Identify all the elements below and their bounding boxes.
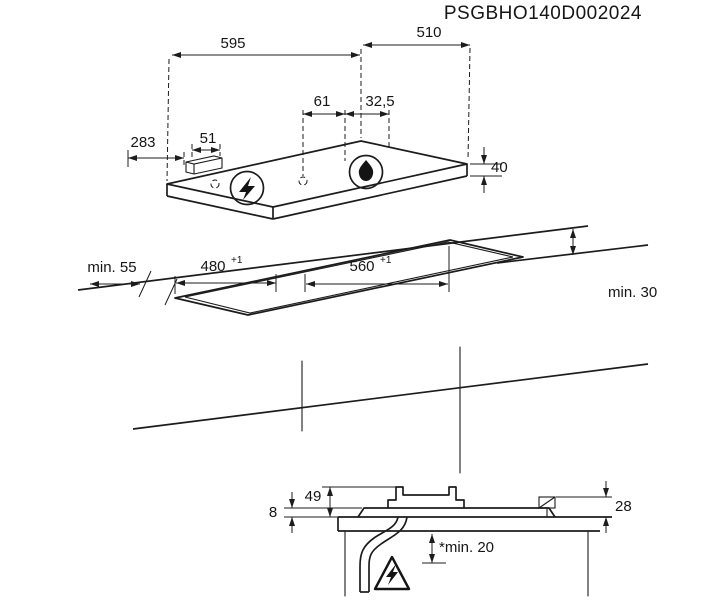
gas-connection-box — [185, 155, 223, 175]
burner-height-label: 49 — [305, 488, 322, 505]
bottom-clearance-label: *min. 20 — [439, 539, 494, 556]
cutout-opening — [174, 239, 524, 316]
top-view-dimensions — [128, 42, 502, 193]
burner-mark-right — [298, 176, 308, 186]
cutout-width-label: 560 — [349, 258, 374, 275]
burner-offset-b-label: 32,5 — [365, 93, 394, 110]
cutout-dimensions — [90, 229, 576, 306]
cutout-width-tolerance-label: +1 — [380, 255, 392, 266]
gas-hose — [359, 516, 408, 593]
hob-depth-label: 510 — [416, 24, 441, 41]
flame-icon — [358, 160, 374, 181]
gas-burner — [348, 154, 384, 190]
left-clearance-label: min. 55 — [87, 259, 136, 276]
cutout-view: min. 55 480 +1 560 +1 min. 30 — [77, 225, 657, 474]
section-view: 8 49 28 *min. 20 — [269, 481, 632, 597]
cutout-depth-label: 480 — [200, 258, 225, 275]
glass-height-label: 8 — [269, 504, 277, 521]
burner-mark-left — [210, 179, 220, 189]
ignition-burner — [229, 170, 265, 206]
top-view: 595 510 61 32,5 283 51 40 — [127, 24, 508, 220]
hob-height-label: 40 — [491, 159, 508, 176]
connection-offset-label: 283 — [130, 134, 155, 151]
document-code: PSGBHO140D002024 — [444, 3, 642, 24]
warning-lightning-icon — [386, 564, 398, 585]
burner-offset-a-label: 61 — [314, 93, 331, 110]
hob-outline — [166, 140, 468, 220]
fixing-clamp-icon — [538, 496, 556, 518]
rear-clearance-label: min. 30 — [608, 284, 657, 301]
section-dimensions — [284, 481, 612, 564]
top-view-extension-lines — [127, 47, 471, 182]
warning-triangle-icon — [373, 555, 411, 591]
lightning-icon — [239, 177, 255, 200]
total-height-label: 28 — [615, 498, 632, 515]
hob-profile — [357, 486, 556, 518]
connection-width-label: 51 — [200, 130, 217, 147]
cutout-depth-tolerance-label: +1 — [231, 255, 243, 266]
worktop-section — [337, 516, 612, 597]
hob-width-label: 595 — [220, 35, 245, 52]
